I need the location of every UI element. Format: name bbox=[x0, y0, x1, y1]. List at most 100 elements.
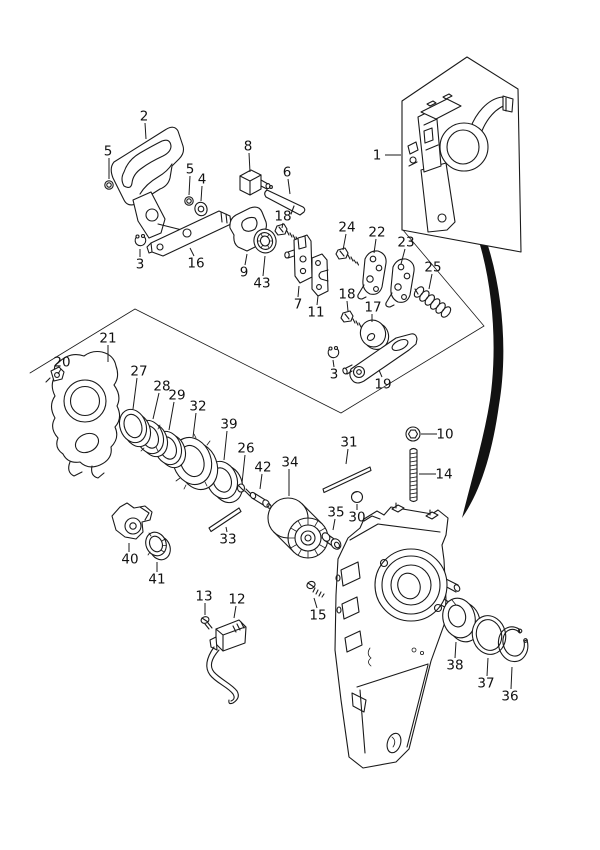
part-20-clip bbox=[45, 366, 65, 383]
part-label-10-33: 10 bbox=[436, 427, 453, 443]
part-21-cover bbox=[50, 350, 121, 479]
leader-line-part-25 bbox=[428, 273, 433, 290]
part-18-screw bbox=[274, 223, 299, 241]
plane-zigzag-lines bbox=[29, 229, 485, 414]
part-label-16-6: 16 bbox=[187, 256, 204, 272]
leader-line-part-11 bbox=[316, 295, 319, 306]
part-27-ring bbox=[118, 408, 152, 448]
leader-line-part-26 bbox=[241, 454, 246, 484]
part-35-bushing bbox=[321, 532, 342, 550]
part-40-bracket bbox=[111, 502, 153, 540]
part-label-2-1: 2 bbox=[140, 109, 149, 125]
part-label-20-23: 20 bbox=[53, 355, 70, 371]
part-label-5-2: 5 bbox=[104, 144, 113, 160]
part-label-9-7: 9 bbox=[240, 265, 249, 281]
part-label-40-38: 40 bbox=[121, 552, 138, 568]
part-19-lever bbox=[342, 333, 418, 384]
part-label-24-14: 24 bbox=[338, 220, 355, 236]
part-15-screw bbox=[306, 580, 325, 598]
leader-line-part-16 bbox=[189, 247, 195, 257]
leader-line-part-24 bbox=[342, 233, 347, 251]
part-label-37-44: 37 bbox=[477, 676, 494, 692]
part-label-12-41: 12 bbox=[228, 592, 245, 608]
leader-line-part-31 bbox=[345, 448, 349, 465]
leader-line-part-15 bbox=[313, 597, 318, 609]
part-label-8-11: 8 bbox=[244, 139, 253, 155]
part-label-31-32: 31 bbox=[340, 435, 357, 451]
part-label-32-27: 32 bbox=[189, 399, 206, 415]
leader-line-part-36 bbox=[510, 666, 513, 690]
part-17-disc bbox=[359, 319, 390, 350]
part-label-38-43: 38 bbox=[446, 658, 463, 674]
part-label-3-20: 3 bbox=[330, 367, 339, 383]
part-23-plate bbox=[385, 258, 415, 308]
leader-line-part-33 bbox=[225, 526, 228, 533]
part-30-ball bbox=[350, 490, 364, 504]
part-5b-oring bbox=[184, 196, 194, 206]
part-label-13-40: 13 bbox=[195, 589, 212, 605]
part-label-34-31: 34 bbox=[281, 455, 298, 471]
leader-line-part-43 bbox=[262, 255, 266, 277]
leader-line-part-6 bbox=[287, 178, 291, 195]
leader-line-part-29 bbox=[168, 401, 175, 431]
part-33-pin bbox=[208, 507, 242, 533]
leader-line-part-27 bbox=[132, 377, 138, 410]
part-label-22-15: 22 bbox=[368, 225, 385, 241]
leader-line-part-42 bbox=[259, 473, 263, 490]
part-10-nut bbox=[405, 426, 421, 442]
part-7-plate bbox=[284, 234, 313, 284]
part-3-circlip bbox=[134, 233, 147, 247]
part-label-21-22: 21 bbox=[99, 331, 116, 347]
leader-line-part-37 bbox=[486, 657, 489, 677]
part-label-3-5: 3 bbox=[136, 257, 145, 273]
part-label-6-12: 6 bbox=[283, 165, 292, 181]
leader-line-part-19 bbox=[378, 369, 383, 378]
part-label-27-24: 27 bbox=[130, 364, 147, 380]
part-43-bushing bbox=[253, 228, 277, 254]
part-label-19-21: 19 bbox=[374, 377, 391, 393]
leader-line-part-28 bbox=[152, 392, 160, 420]
part-label-11-10: 11 bbox=[307, 305, 324, 321]
part-label-18-18: 18 bbox=[338, 287, 355, 303]
part-label-17-19: 17 bbox=[364, 300, 381, 316]
part-25-spring bbox=[413, 286, 452, 318]
leader-line-part-2 bbox=[144, 122, 147, 140]
main-housing bbox=[334, 502, 461, 769]
leader-line-part-12 bbox=[233, 605, 237, 619]
part-label-36-45: 36 bbox=[501, 689, 518, 705]
part-26-bolt bbox=[236, 483, 252, 497]
part-label-28-25: 28 bbox=[153, 379, 170, 395]
part-4-washer bbox=[194, 201, 208, 217]
part-34-drum bbox=[267, 497, 329, 559]
leader-line-part-22 bbox=[373, 238, 377, 254]
locator-swoosh bbox=[462, 203, 504, 518]
part-label-42-30: 42 bbox=[254, 460, 271, 476]
part-label-30-35: 30 bbox=[348, 510, 365, 526]
part-label-41-39: 41 bbox=[148, 572, 165, 588]
leader-line-part-3 bbox=[332, 359, 335, 368]
leader-line-part-32 bbox=[192, 412, 197, 438]
part-31-rod bbox=[322, 466, 372, 494]
leader-line-part-7 bbox=[297, 285, 300, 298]
inset-box-part-1 bbox=[401, 56, 522, 253]
part-8-block bbox=[239, 169, 273, 196]
leader-line-part-18 bbox=[281, 222, 284, 229]
part-3b-circlip bbox=[327, 345, 340, 359]
part-label-5-4: 5 bbox=[186, 162, 195, 178]
part-label-26-29: 26 bbox=[237, 441, 254, 457]
part-label-14-34: 14 bbox=[435, 467, 452, 483]
part-label-35-36: 35 bbox=[327, 505, 344, 521]
part-label-1-0: 1 bbox=[373, 148, 382, 164]
leader-line-part-38 bbox=[454, 641, 457, 659]
part-36-snap-ring bbox=[497, 626, 529, 663]
leader-line-part-5 bbox=[188, 175, 191, 196]
leader-line-part-35 bbox=[332, 518, 336, 531]
part-41-ring bbox=[145, 531, 171, 561]
part-5-oring bbox=[104, 180, 114, 190]
leader-line-part-23 bbox=[400, 248, 406, 265]
part-label-29-26: 29 bbox=[168, 388, 185, 404]
part-label-39-28: 39 bbox=[220, 417, 237, 433]
